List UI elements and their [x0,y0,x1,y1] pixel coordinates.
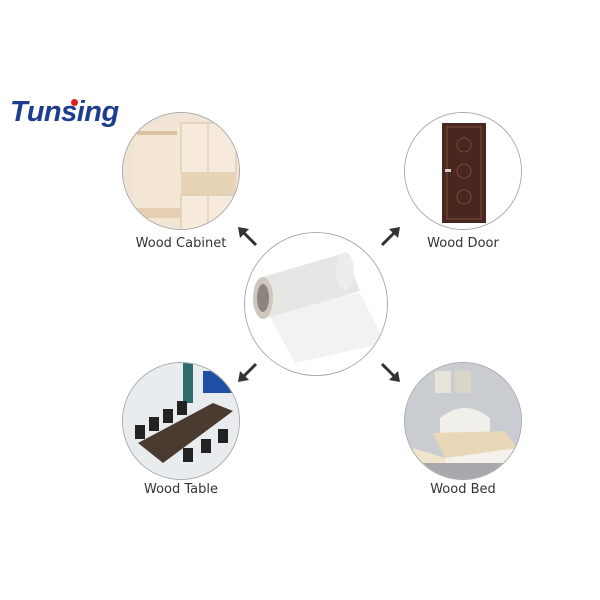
wood-cabinet-image [122,112,240,230]
wood-table-image [122,362,240,480]
wood-door-image [404,112,522,230]
white-film-roll-image [244,232,388,376]
label-wood-door: Wood Door [427,236,499,251]
arrow-down-left-icon [238,362,258,382]
arrow-down-right-icon [380,362,400,382]
label-wood-bed: Wood Bed [430,482,496,497]
arrow-up-left-icon [238,227,258,247]
label-wood-cabinet: Wood Cabinet [135,236,227,251]
logo-dot [71,99,78,106]
brand-logo: Tunsing [10,96,119,128]
label-wood-table: Wood Table [143,482,218,497]
arrow-up-right-icon [380,227,400,247]
wood-bed-image [404,362,522,480]
